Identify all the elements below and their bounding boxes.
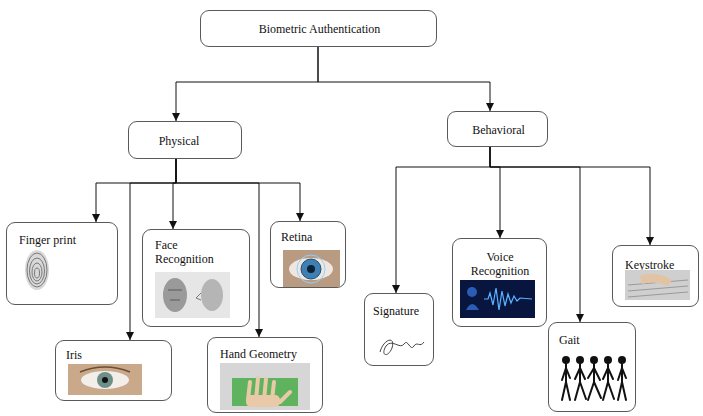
node-label: Behavioral [448,123,549,137]
tree-connector [176,159,300,221]
tree-connector [176,47,318,121]
root-box: Biometric Authentication [200,10,437,47]
method-box: Retina [270,221,346,288]
method-box: Signature [364,293,434,366]
tree-connector [96,159,176,222]
node-label: Finger print [19,233,114,247]
method-box: Finger print [6,222,118,305]
method-box: Gait [548,322,636,412]
tree-connector [490,147,650,245]
tree-connector [318,47,490,111]
root-label: Biometric Authentication [201,22,438,36]
tree-connector [490,147,500,238]
node-label: Retina [281,230,343,244]
node-label: Face Recognition [155,238,227,266]
node-label: Hand Geometry [220,347,320,361]
node-label: Voice Recognition [465,250,535,278]
method-box: Face Recognition [142,229,250,327]
method-box: Voice Recognition [452,238,547,327]
tree-connector [173,159,176,229]
method-box: Iris [55,340,172,401]
category-box: Behavioral [447,111,548,147]
node-label: Physical [129,134,229,148]
node-label: Keystroke [625,258,697,272]
category-box: Physical [128,121,242,159]
method-box: Hand Geometry [207,337,323,413]
method-box: Keystroke [612,245,699,307]
node-label: Iris [66,348,161,362]
node-label: Gait [559,333,629,347]
node-label: Signature [373,304,433,318]
